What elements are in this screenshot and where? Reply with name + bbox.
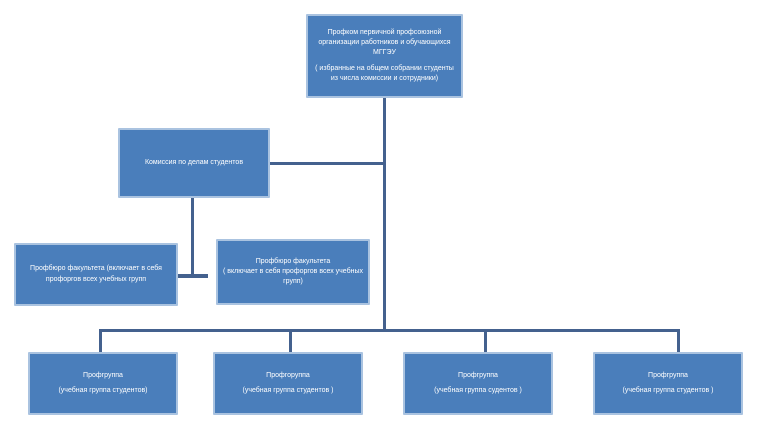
profgruppa-1-title: Профгруппа	[83, 371, 123, 379]
profgruppa-4-subtitle: (учебная группа студентов )	[622, 387, 714, 394]
profburo-left-label: Профбюро факультета (включает в себя про…	[30, 265, 162, 283]
profburo-right-subtitle: ( включает в себя профоргов всех учебных…	[223, 267, 364, 286]
profkom-subtitle-text: ( избранные на общем собрании студенты и…	[315, 64, 454, 82]
connector-bottom-horizontal	[99, 329, 680, 332]
profgruppa-4-title: Профгруппа	[648, 371, 688, 379]
connector-stub-group-2	[289, 329, 292, 352]
connector-komissiya-tbar	[178, 274, 208, 278]
profkom-title-text: Профком первичной профсоюзной организаци…	[318, 29, 451, 57]
profgruppa-3-subtitle: (учебная группа судентов )	[434, 387, 522, 394]
org-box-profkom: Профком первичной профсоюзной организаци…	[306, 14, 463, 98]
profgruppa-2-subtitle: (учебная группа студентов )	[242, 387, 334, 394]
connector-trunk-vertical	[383, 97, 386, 331]
profgruppa-2-title: Профгоруппа	[266, 371, 310, 379]
org-box-komissiya: Комиссия по делам студентов	[118, 128, 270, 198]
profgruppa-1-subtitle: (учебная группа студентов)	[58, 387, 148, 394]
profgruppa-3-title: Профгруппа	[458, 371, 498, 379]
komissiya-label: Комиссия по делам студентов	[144, 158, 244, 166]
org-box-profgruppa-1: Профгруппа (учебная группа студентов)	[28, 352, 178, 415]
connector-komissiya-vertical	[191, 198, 194, 277]
connector-stub-group-1	[99, 329, 102, 352]
profburo-right-title: Профбюро факультета	[255, 257, 331, 265]
org-box-profgruppa-2: Профгоруппа (учебная группа студентов )	[213, 352, 363, 415]
org-box-profburo-left: Профбюро факультета (включает в себя про…	[14, 243, 178, 306]
connector-stub-group-3	[484, 329, 487, 352]
connector-komissiya-horizontal	[270, 162, 383, 165]
org-box-profburo-right: Профбюро факультета ( включает в себя пр…	[216, 239, 370, 305]
connector-stub-group-4	[677, 329, 680, 352]
org-box-profgruppa-3: Профгруппа (учебная группа судентов )	[403, 352, 553, 415]
org-box-profgruppa-4: Профгруппа (учебная группа студентов )	[593, 352, 743, 415]
